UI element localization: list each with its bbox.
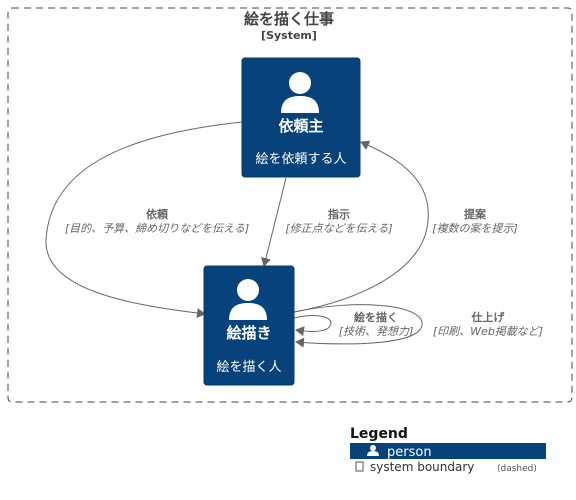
legend-title: Legend <box>350 426 408 442</box>
legend-person-swatch <box>350 443 546 459</box>
person-icon <box>281 72 319 113</box>
edge-finish <box>293 304 423 348</box>
person-client[interactable]: 依頼主 絵を依頼する人 <box>241 57 361 178</box>
boundary-icon <box>355 461 364 472</box>
edge-direct-tech: [修正点などを伝える] <box>285 222 392 235</box>
edge-finish-label: 仕上げ <box>471 310 506 324</box>
legend: Legend person system boundary (dashed) <box>350 426 546 474</box>
edge-request-tech: [目的、予算、締め切りなどを伝える] <box>65 222 249 235</box>
edge-propose-tech: [複数の案を提示] <box>432 222 518 235</box>
edge-request <box>45 121 243 319</box>
person-client-name: 依頼主 <box>278 117 323 135</box>
edge-draw-tech: [技術、発想力] <box>339 325 414 338</box>
edge-direct <box>261 177 287 267</box>
boundary-title: 絵を描く仕事 <box>244 10 334 28</box>
edge-propose <box>293 140 429 313</box>
person-client-description: 絵を依頼する人 <box>255 152 346 167</box>
boundary-type-label: [System] <box>261 29 317 42</box>
edge-draw-label: 絵を描く <box>354 310 398 324</box>
edge-propose-label: 提案 <box>464 207 487 221</box>
legend-boundary-label: system boundary <box>370 460 474 474</box>
edge-direct-label: 指示 <box>328 207 350 221</box>
person-icon <box>367 445 379 456</box>
edge-draw <box>293 315 332 337</box>
person-artist[interactable]: 絵描き 絵を描く人 <box>203 265 295 386</box>
edge-request-label: 依頼 <box>146 207 169 221</box>
legend-boundary-note: (dashed) <box>497 464 537 474</box>
person-artist-description: 絵を描く人 <box>216 360 281 375</box>
legend-person-label: person <box>387 445 432 460</box>
person-artist-name: 絵描き <box>226 324 271 342</box>
edge-finish-tech: [印刷、Web掲載など] <box>433 325 543 338</box>
person-icon <box>229 279 267 320</box>
system-boundary <box>7 7 573 403</box>
